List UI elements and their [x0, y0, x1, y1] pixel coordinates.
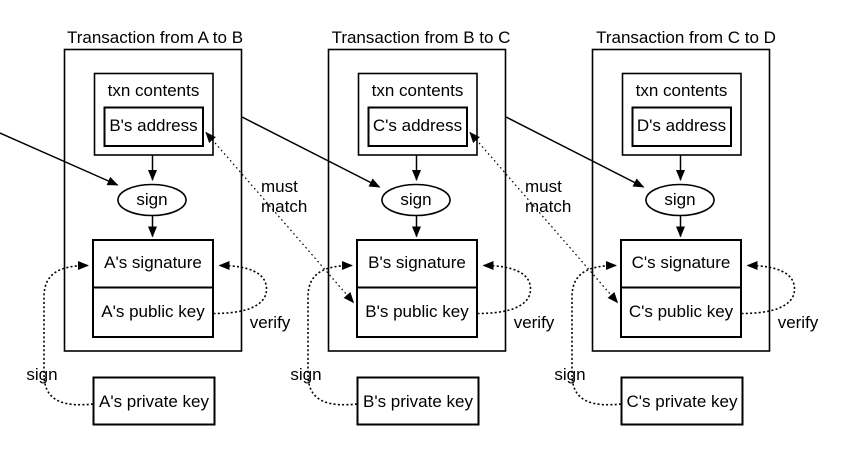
public-key-label: A's public key — [101, 302, 205, 321]
must-match-label-1-line-1: must — [261, 177, 298, 196]
verify-edge-label: verify — [778, 313, 819, 332]
public-key-label: B's public key — [365, 302, 469, 321]
sign-edge-label: sign — [554, 365, 585, 384]
signature-label: B's signature — [368, 253, 466, 272]
sign-edge-label: sign — [26, 365, 57, 384]
sign-ellipse — [381, 183, 451, 217]
must-match-arrow-2 — [469, 131, 619, 304]
transaction-title: Transaction from A to B — [67, 28, 243, 47]
private-key-label: B's private key — [363, 392, 474, 411]
sign-edge — [307, 261, 358, 406]
sign-ellipse — [117, 183, 187, 217]
transaction-b-to-c: Transaction from B to C txn contents C's… — [290, 28, 555, 426]
address-box — [103, 106, 204, 147]
must-match-label-2-line-1: must — [525, 177, 562, 196]
address-label: C's address — [373, 116, 462, 135]
sign-edge — [43, 261, 94, 406]
verify-edge-label: verify — [250, 313, 291, 332]
transaction-a-to-b: Transaction from A to B txn contents B's… — [26, 28, 291, 426]
verify-edge — [741, 261, 796, 315]
verify-edge — [477, 261, 532, 315]
private-key-label: C's private key — [627, 392, 738, 411]
sign-ellipse-label: sign — [664, 190, 695, 209]
txn-contents-label: txn contents — [636, 81, 728, 100]
sign-edge — [571, 261, 622, 406]
transaction-title: Transaction from B to C — [332, 28, 511, 47]
sign-edge-label: sign — [290, 365, 321, 384]
private-key-box — [92, 376, 216, 426]
address-label: D's address — [637, 116, 726, 135]
sign-ellipse-label: sign — [136, 190, 167, 209]
private-key-box — [620, 376, 744, 426]
sign-ellipse — [645, 183, 715, 217]
txn-contents-label: txn contents — [372, 81, 464, 100]
must-match-label-1-line-2: match — [261, 197, 307, 216]
txn-contents-label: txn contents — [108, 81, 200, 100]
must-match-arrow-1 — [205, 131, 355, 304]
must-match-label-2-line-2: match — [525, 197, 571, 216]
signature-label: A's signature — [104, 253, 202, 272]
sign-ellipse-label: sign — [400, 190, 431, 209]
transaction-c-to-d: Transaction from C to D txn contents D's… — [554, 28, 819, 426]
transaction-title: Transaction from C to D — [596, 28, 776, 47]
address-box — [367, 106, 468, 147]
chain-arrow-into-txn1 — [0, 132, 119, 186]
txn-contents-box — [357, 72, 478, 156]
private-key-label: A's private key — [99, 392, 210, 411]
address-box — [631, 106, 732, 147]
txn-contents-box — [93, 72, 214, 156]
private-key-box — [356, 376, 480, 426]
verify-edge — [213, 261, 268, 315]
signature-label: C's signature — [632, 253, 731, 272]
txn-contents-box — [621, 72, 742, 156]
address-label: B's address — [109, 116, 197, 135]
verify-edge-label: verify — [514, 313, 555, 332]
public-key-label: C's public key — [629, 302, 734, 321]
